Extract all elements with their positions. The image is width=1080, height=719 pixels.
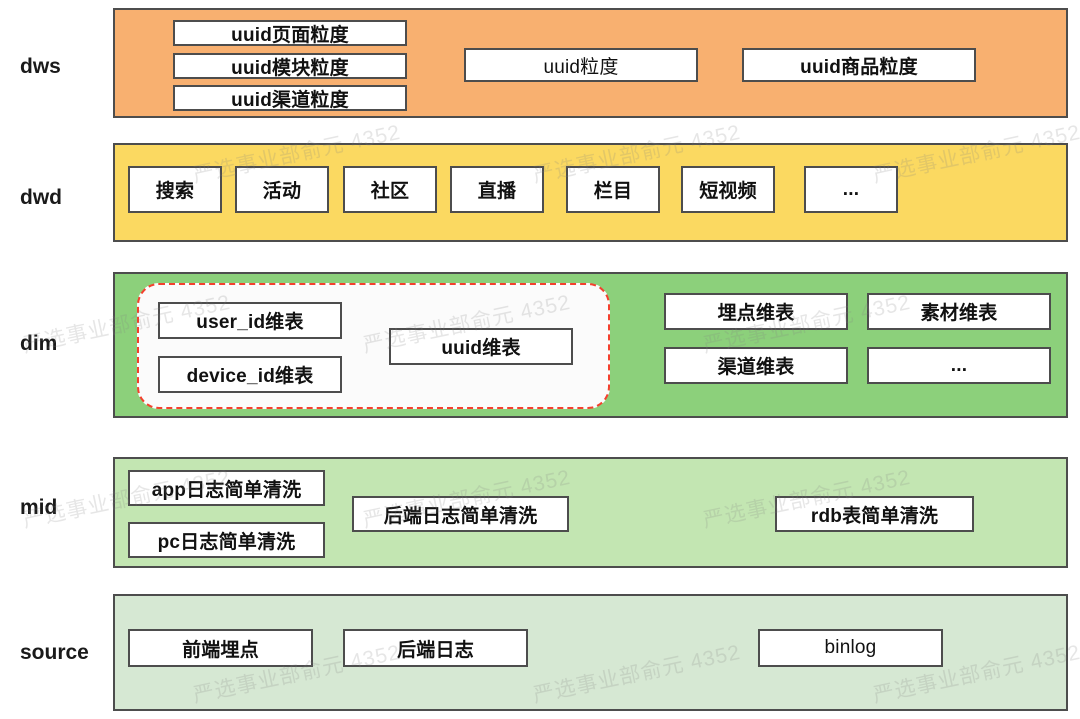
node-dws-uuid-product-grain[interactable]: uuid商品粒度 [742, 48, 976, 82]
node-dwd-activity[interactable]: 活动 [235, 166, 329, 213]
node-mid-rdb-table-clean[interactable]: rdb表简单清洗 [775, 496, 974, 532]
node-source-binlog[interactable]: binlog [758, 629, 943, 667]
node-mid-pc-log-clean[interactable]: pc日志简单清洗 [128, 522, 325, 558]
layer-label-dwd: dwd [20, 186, 62, 209]
node-source-frontend-tracking[interactable]: 前端埋点 [128, 629, 313, 667]
layer-label-source: source [20, 641, 89, 664]
node-dim-channel[interactable]: 渠道维表 [664, 347, 848, 384]
layer-label-dws: dws [20, 55, 61, 78]
node-dim-user-id[interactable]: user_id维表 [158, 302, 342, 339]
node-dws-uuid-channel-grain[interactable]: uuid渠道粒度 [173, 85, 407, 111]
node-mid-backend-log-clean[interactable]: 后端日志简单清洗 [352, 496, 569, 532]
node-dim-device-id[interactable]: device_id维表 [158, 356, 342, 393]
node-dws-uuid-module-grain[interactable]: uuid模块粒度 [173, 53, 407, 79]
node-dim-tracking[interactable]: 埋点维表 [664, 293, 848, 330]
node-dwd-community[interactable]: 社区 [343, 166, 437, 213]
node-dws-uuid-page-grain[interactable]: uuid页面粒度 [173, 20, 407, 46]
node-dim-uuid[interactable]: uuid维表 [389, 328, 573, 365]
node-dws-uuid-grain[interactable]: uuid粒度 [464, 48, 698, 82]
node-dwd-live[interactable]: 直播 [450, 166, 544, 213]
layer-label-mid: mid [20, 496, 58, 519]
node-mid-app-log-clean[interactable]: app日志简单清洗 [128, 470, 325, 506]
layer-label-dim: dim [20, 332, 58, 355]
node-dwd-column[interactable]: 栏目 [566, 166, 660, 213]
node-source-backend-log[interactable]: 后端日志 [343, 629, 528, 667]
node-dwd-more[interactable]: ... [804, 166, 898, 213]
node-dwd-search[interactable]: 搜索 [128, 166, 222, 213]
node-dim-material[interactable]: 素材维表 [867, 293, 1051, 330]
node-dwd-short-video[interactable]: 短视频 [681, 166, 775, 213]
node-dim-more[interactable]: ... [867, 347, 1051, 384]
